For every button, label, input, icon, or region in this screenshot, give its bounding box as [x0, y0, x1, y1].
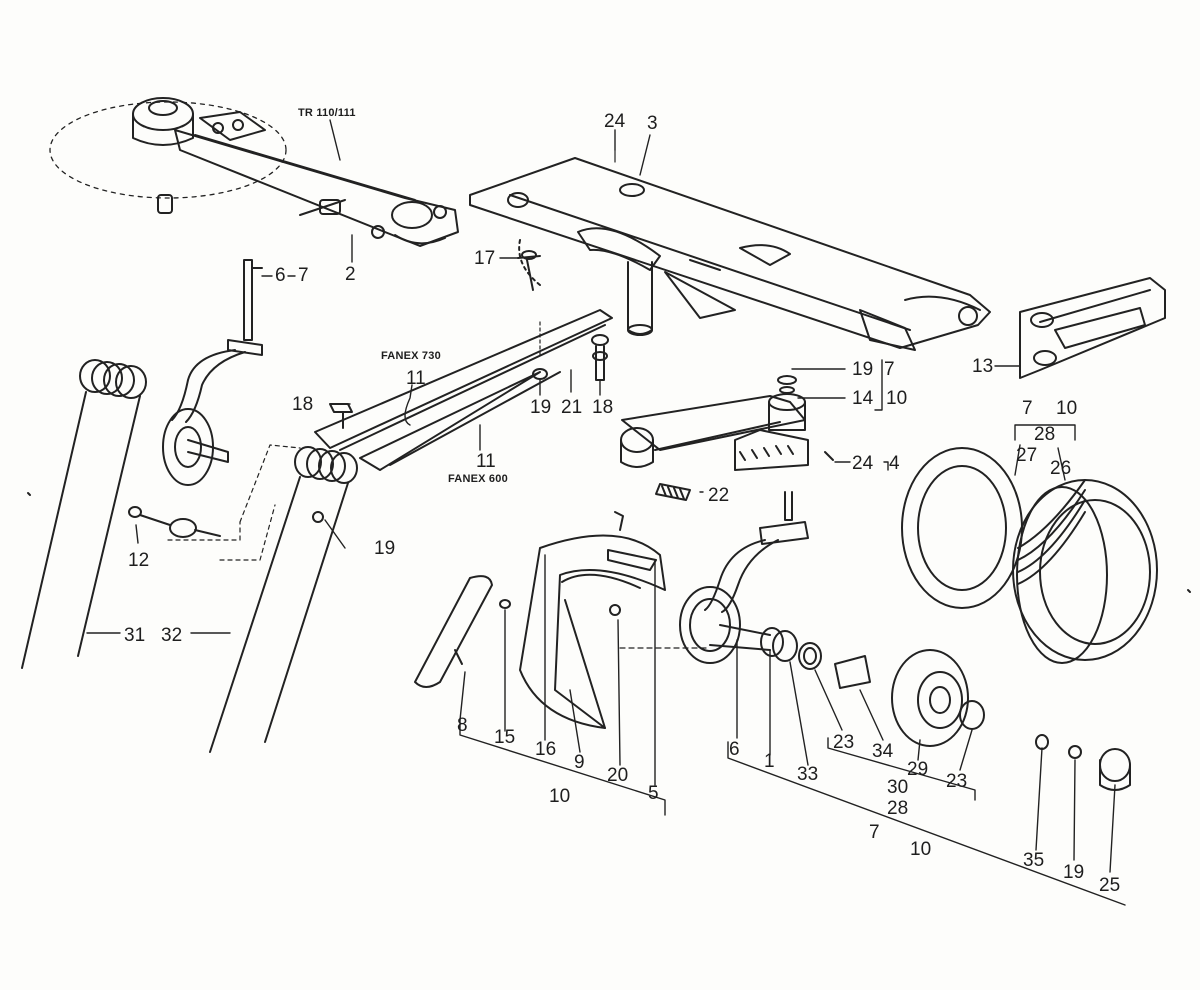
callout-10-right: 10: [886, 388, 908, 409]
callout-17: 17: [474, 248, 496, 269]
callout-19-mid: 19: [530, 397, 552, 418]
callout-28-tyre: 28: [1034, 424, 1056, 445]
wheel-guard-parts-8-9: [414, 511, 666, 729]
callout-19-lower: 19: [1063, 862, 1085, 883]
leader-lines: [86, 119, 1126, 906]
callout-11-lower: 11: [476, 451, 496, 472]
scan-specks: [27, 492, 1191, 593]
callout-34: 34: [872, 741, 894, 762]
model-label-fanex-730: FANEX 730: [381, 350, 441, 362]
callout-16: 16: [535, 739, 557, 760]
spring-tines-parts-31-32: [21, 359, 358, 753]
callout-35: 35: [1023, 850, 1045, 871]
callout-26: 26: [1050, 458, 1072, 479]
wheel-axle-assembly: [619, 491, 1131, 791]
callout-8: 8: [457, 715, 468, 736]
callout-11-upper: 11: [406, 368, 426, 389]
clamp-part-12: [128, 444, 301, 561]
callout-7-tyre: 7: [1022, 398, 1033, 419]
callout-14: 14: [852, 388, 874, 409]
callout-15: 15: [494, 727, 516, 748]
model-label-tr-110-111: TR 110/111: [298, 107, 356, 119]
callout-24-mid: 24: [852, 453, 874, 474]
callout-10-tyre: 10: [1056, 398, 1078, 419]
callout-19-right: 19: [852, 359, 874, 380]
callout-9: 9: [574, 752, 585, 773]
callout-32: 32: [161, 625, 183, 646]
callout-12: 12: [128, 550, 150, 571]
callout-23-left: 23: [833, 732, 855, 753]
callout-1: 1: [764, 751, 775, 772]
callout-29: 29: [907, 759, 929, 780]
callout-4: 4: [889, 453, 900, 474]
callout-2: 2: [345, 264, 356, 285]
gearbox-part-4: [620, 375, 834, 501]
callout-7-wheel: 7: [869, 822, 880, 843]
callout-33: 33: [797, 764, 819, 785]
callout-28-wheel: 28: [887, 798, 909, 819]
callout-24-top: 24: [604, 111, 626, 132]
tine-arm-part-11: [314, 309, 613, 471]
callout-6-lower: 6: [729, 739, 740, 760]
callout-5: 5: [648, 783, 659, 804]
callout-10-guard: 10: [549, 786, 571, 807]
callout-27: 27: [1016, 445, 1038, 466]
callout-7-right: 7: [884, 359, 895, 380]
callout-18-mid: 18: [592, 397, 614, 418]
tine-holder-part-6: [162, 259, 263, 486]
callout-21: 21: [561, 397, 583, 418]
callout-23-right: 23: [946, 771, 968, 792]
callout-20: 20: [607, 765, 629, 786]
callout-6-upper: 6: [275, 265, 286, 286]
callout-10-wheel: 10: [910, 839, 932, 860]
callout-31: 31: [124, 625, 146, 646]
callout-18-left: 18: [292, 394, 314, 415]
main-beam-part-3: [469, 149, 991, 351]
callout-22: 22: [708, 485, 730, 506]
tyre-part-26: [901, 447, 1158, 664]
callout-7-upper: 7: [298, 265, 309, 286]
callout-25: 25: [1099, 875, 1121, 896]
callout-30: 30: [887, 777, 909, 798]
callout-13: 13: [972, 356, 994, 377]
callout-19-left: 19: [374, 538, 396, 559]
callout-3: 3: [647, 113, 658, 134]
rotor-arm-part-2: [49, 97, 459, 247]
model-label-fanex-600: FANEX 600: [448, 473, 508, 485]
bracket-part-13: [1019, 277, 1166, 379]
